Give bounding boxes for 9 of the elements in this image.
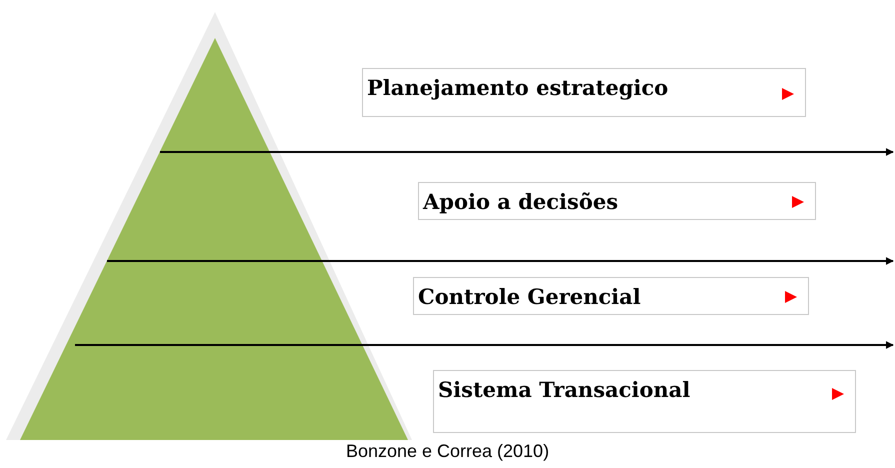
level-box [418, 182, 816, 220]
level-box [413, 277, 809, 315]
level-label: Planejamento estrategico [367, 75, 668, 100]
caption: Bonzone e Correa (2010) [346, 441, 550, 462]
level-label: Apoio a decisões [423, 189, 618, 214]
level-label: Controle Gerencial [418, 284, 641, 309]
level-label: Sistema Transacional [438, 377, 690, 402]
level-box [362, 68, 806, 117]
level-box [433, 370, 856, 433]
